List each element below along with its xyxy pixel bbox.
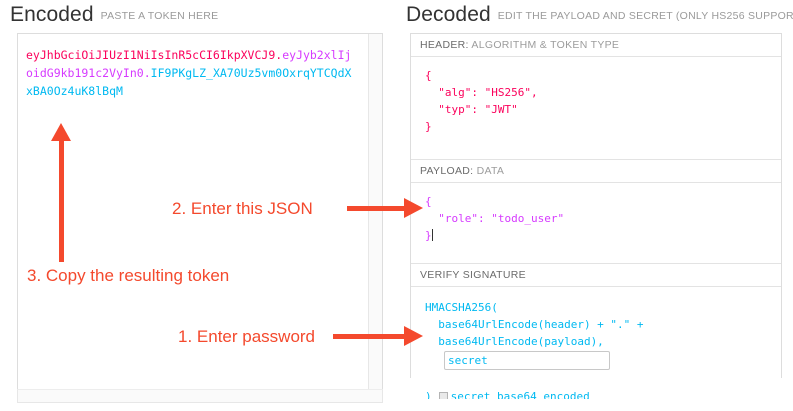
annotation-step-2: 2. Enter this JSON <box>172 199 313 218</box>
decoded-panel: HEADER: ALGORITHM & TOKEN TYPE { "alg": … <box>410 33 782 399</box>
annotation-arrow-1-shaft <box>333 334 409 339</box>
token-separator-2: . <box>143 66 151 80</box>
secret-input[interactable] <box>444 351 610 370</box>
hmac-line-2: base64UrlEncode(header) + "." + <box>425 318 644 331</box>
annotation-step-3: 3. Copy the resulting token <box>27 266 230 285</box>
payload-json-editor[interactable]: { "role": "todo_user" } <box>411 183 781 264</box>
decoded-subtitle: EDIT THE PAYLOAD AND SECRET (ONLY HS256 … <box>497 10 793 22</box>
annotation-arrow-2-head <box>404 198 423 218</box>
header-label-dim: ALGORITHM & TOKEN TYPE <box>471 39 620 51</box>
header-label-strong: HEADER: <box>420 39 469 51</box>
token-signature-segment: IF9PKgLZ_XA70Uz5vm0OxrqYTCQdXxBA0Oz4uK8l… <box>26 66 352 98</box>
base64-label: secret base64 encoded <box>450 390 590 399</box>
token-separator-1: . <box>275 48 283 62</box>
encoded-title: Encoded <box>10 3 94 26</box>
encoded-vertical-scrollbar[interactable] <box>368 34 382 394</box>
encoded-column-heading: Encoded PASTE A TOKEN HERE <box>10 3 218 27</box>
annotation-arrow-2-shaft <box>347 206 409 211</box>
encoded-token-panel[interactable]: eyJhbGciOiJIUzI1NiIsInR5cCI6IkpXVCJ9.eyJ… <box>17 33 383 395</box>
annotation-arrow-1-head <box>404 326 423 346</box>
header-json-editor[interactable]: { "alg": "HS256", "typ": "JWT" } <box>411 57 781 160</box>
annotation-arrow-3-head <box>51 123 71 141</box>
signature-verify-block: HMACSHA256( base64UrlEncode(header) + ".… <box>411 287 781 399</box>
encoded-horizontal-scrollbar[interactable] <box>17 389 383 403</box>
payload-json-text: { "role": "todo_user" } <box>425 195 565 242</box>
signature-section-label: VERIFY SIGNATURE <box>411 264 781 287</box>
hmac-line-3: base64UrlEncode(payload), <box>425 335 604 348</box>
base64-checkbox[interactable] <box>438 392 448 399</box>
closing-paren: ) <box>425 390 432 399</box>
header-section-label: HEADER: ALGORITHM & TOKEN TYPE <box>411 34 781 57</box>
annotation-arrow-3-shaft <box>59 137 64 262</box>
text-caret <box>431 229 433 241</box>
hmac-line-1: HMACSHA256( <box>425 301 498 314</box>
payload-label-strong: PAYLOAD: <box>420 165 474 177</box>
signature-label-strong: VERIFY SIGNATURE <box>420 269 526 281</box>
decoded-column-heading: Decoded EDIT THE PAYLOAD AND SECRET (ONLY… <box>406 3 793 27</box>
annotation-step-1: 1. Enter password <box>178 327 316 346</box>
token-payload-segment: eyJyb2xlIjoidG9kb191c2VyIn0 <box>26 48 352 80</box>
payload-section-label: PAYLOAD: DATA <box>411 160 781 183</box>
encoded-token-text[interactable]: eyJhbGciOiJIUzI1NiIsInR5cCI6IkpXVCJ9.eyJ… <box>26 46 356 100</box>
decoded-title: Decoded <box>406 3 491 26</box>
header-json-text: { "alg": "HS256", "typ": "JWT" } <box>425 69 538 133</box>
payload-label-dim: DATA <box>476 165 505 177</box>
base64-encoded-row[interactable]: ) secret base64 encoded <box>425 389 781 399</box>
encoded-subtitle: PASTE A TOKEN HERE <box>100 10 219 22</box>
token-header-segment: eyJhbGciOiJIUzI1NiIsInR5cCI6IkpXVCJ9 <box>26 48 276 62</box>
